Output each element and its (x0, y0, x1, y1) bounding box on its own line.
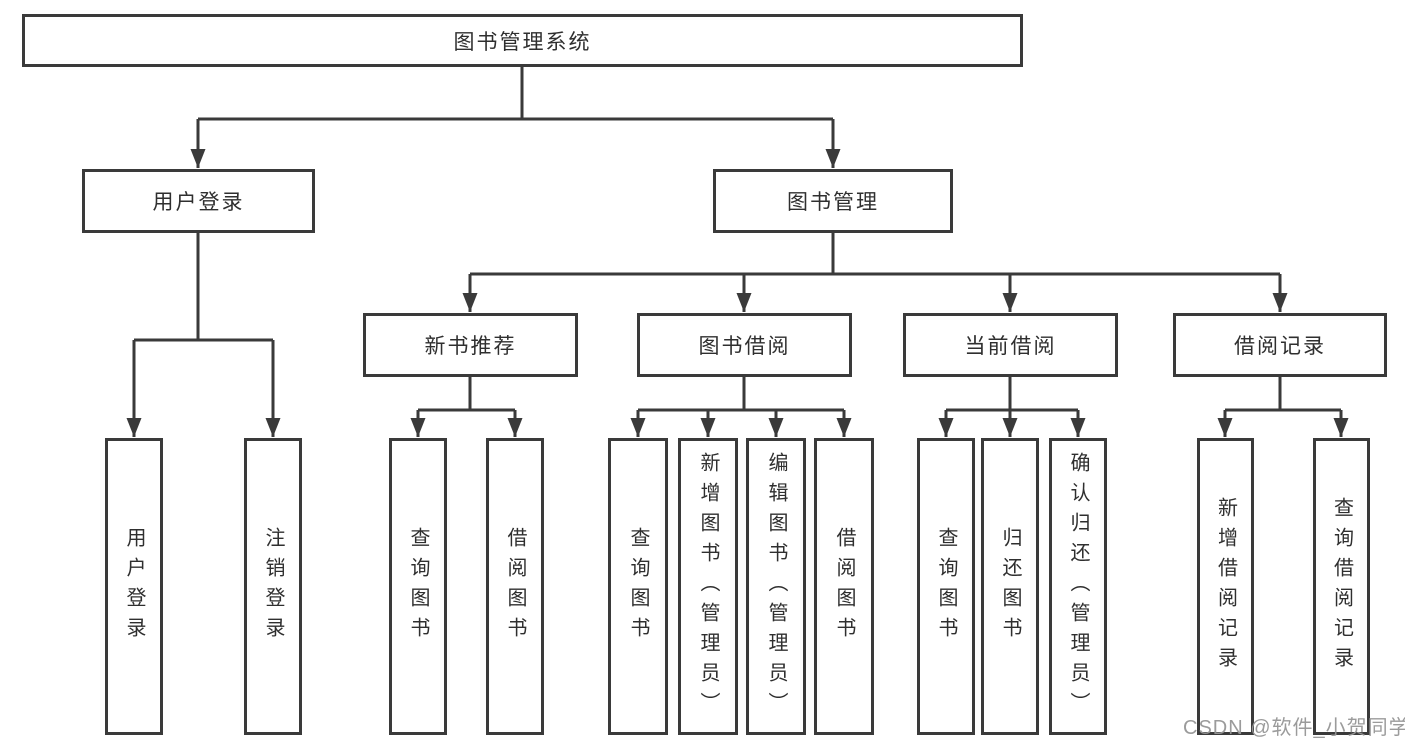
node-label: 查询图书 (627, 526, 649, 647)
node-borrowing-records: 借阅记录 (1173, 313, 1387, 377)
node-label: 新增借阅记录 (1214, 496, 1237, 677)
node-br-add-record: 新增借阅记录 (1197, 438, 1254, 735)
node-label: 新增图书（管理员） (697, 451, 719, 722)
node-nbr-borrow-books: 借阅图书 (486, 438, 544, 735)
node-book-management: 图书管理 (713, 169, 953, 233)
node-cb-query-books: 查询图书 (917, 438, 975, 735)
node-bb-borrow-books: 借阅图书 (814, 438, 874, 735)
arrows-leaves (126, 340, 1349, 437)
node-label: 新书推荐 (424, 335, 517, 358)
node-label: 编辑图书（管理员） (765, 451, 787, 722)
node-label: 查询图书 (407, 526, 429, 647)
node-bb-add-books-admin: 新增图书（管理员） (678, 438, 738, 735)
node-label: 归还图书 (999, 526, 1021, 647)
node-label: 图书管理系统 (453, 30, 592, 54)
node-label: 借阅记录 (1234, 335, 1326, 358)
branch-lines (134, 66, 1341, 412)
node-label: 注销登录 (262, 526, 284, 647)
node-root: 图书管理系统 (22, 14, 1023, 67)
node-label: 图书管理 (787, 191, 879, 214)
node-cb-confirm-return-admin: 确认归还（管理员） (1049, 438, 1107, 735)
watermark-text: CSDN @软件_小贺同学 (1183, 717, 1405, 739)
node-leaf-logout: 注销登录 (244, 438, 302, 735)
node-label: 当前借阅 (964, 335, 1057, 358)
node-leaf-user-login: 用户登录 (105, 438, 163, 735)
node-user-login: 用户登录 (82, 169, 315, 233)
arrows-level2 (190, 119, 841, 168)
node-book-borrowing: 图书借阅 (637, 313, 852, 377)
node-label: 用户登录 (152, 191, 245, 214)
node-label: 图书借阅 (698, 335, 791, 358)
node-current-borrowing: 当前借阅 (903, 313, 1118, 377)
node-nbr-query-books: 查询图书 (389, 438, 447, 735)
node-label: 借阅图书 (833, 526, 855, 647)
node-bb-query-books: 查询图书 (608, 438, 668, 735)
node-label: 用户登录 (123, 526, 145, 647)
node-new-book-recommend: 新书推荐 (363, 313, 578, 377)
arrows-level3 (462, 274, 1288, 312)
node-label: 查询图书 (935, 526, 957, 647)
node-br-query-record: 查询借阅记录 (1313, 438, 1370, 735)
node-label: 借阅图书 (504, 526, 526, 647)
node-cb-return-books: 归还图书 (981, 438, 1039, 735)
node-bb-edit-books-admin: 编辑图书（管理员） (746, 438, 806, 735)
node-label: 查询借阅记录 (1330, 496, 1353, 677)
node-label: 确认归还（管理员） (1067, 451, 1089, 722)
